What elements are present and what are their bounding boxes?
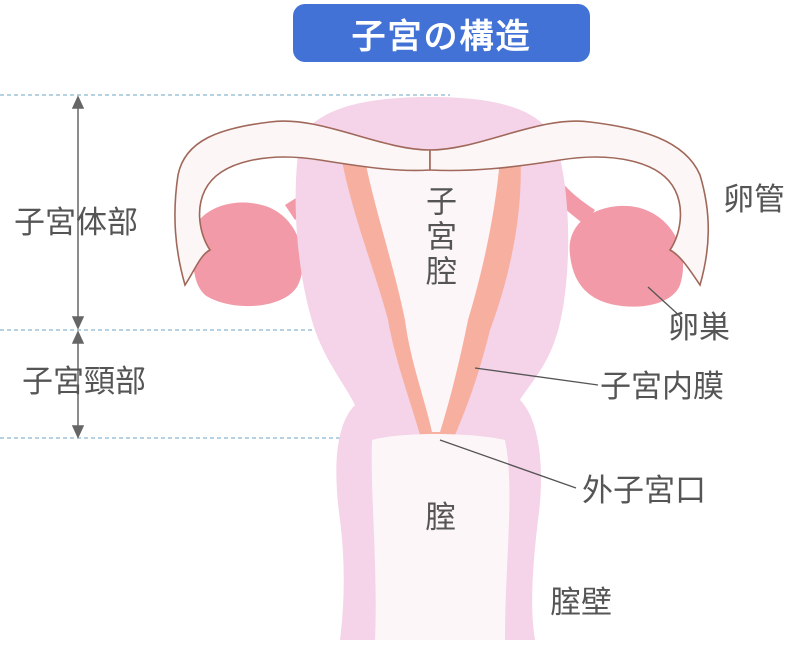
label-vaginal-wall: 腟壁 — [550, 585, 612, 621]
measure-arrows — [71, 95, 85, 439]
label-endometrium: 子宮内膜 — [600, 369, 724, 405]
label-fallopian-tube: 卵管 — [723, 182, 785, 218]
right-ovary — [569, 205, 684, 307]
right-fallopian-tube — [429, 120, 710, 287]
label-cervix: 子宮頸部 — [22, 364, 146, 400]
label-external-os: 外子宮口 — [582, 473, 706, 509]
label-uterine-cavity: 子宮腔 — [420, 185, 456, 290]
label-ovary: 卵巣 — [668, 310, 730, 346]
leader-lines — [439, 286, 683, 489]
left-fallopian-tube — [174, 120, 431, 287]
label-uterine-body: 子宮体部 — [14, 205, 138, 241]
uterine-cavity — [365, 158, 500, 432]
left-ovary — [190, 202, 303, 307]
vagina-lumen — [371, 434, 510, 640]
page-title: 子宮の構造 — [293, 4, 590, 62]
label-vagina: 腟 — [425, 500, 456, 536]
